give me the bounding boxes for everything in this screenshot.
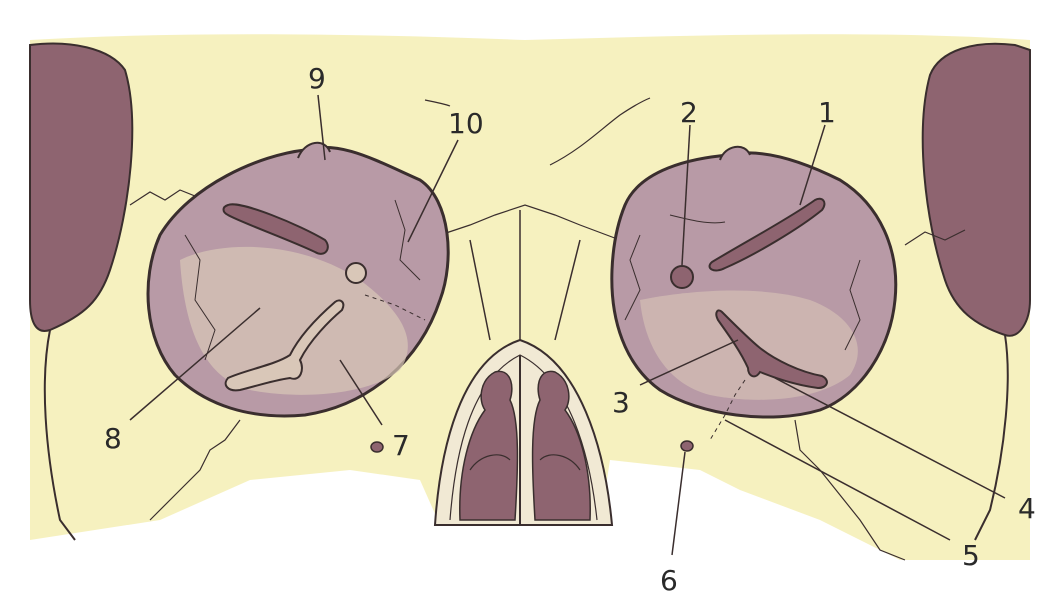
infraorbital-foramen-left	[371, 442, 383, 452]
label-5: 5	[962, 539, 980, 572]
label-1: 1	[818, 96, 836, 129]
infraorbital-foramen-right	[681, 441, 693, 451]
label-10: 10	[448, 107, 484, 140]
label-3: 3	[612, 386, 630, 419]
label-6: 6	[660, 564, 678, 597]
label-7: 7	[392, 429, 410, 462]
optic-canal-left	[346, 263, 366, 283]
label-9: 9	[308, 62, 326, 95]
label-4: 4	[1018, 492, 1036, 525]
optic-canal-right	[671, 266, 693, 288]
label-8: 8	[104, 422, 122, 455]
label-2: 2	[680, 96, 698, 129]
